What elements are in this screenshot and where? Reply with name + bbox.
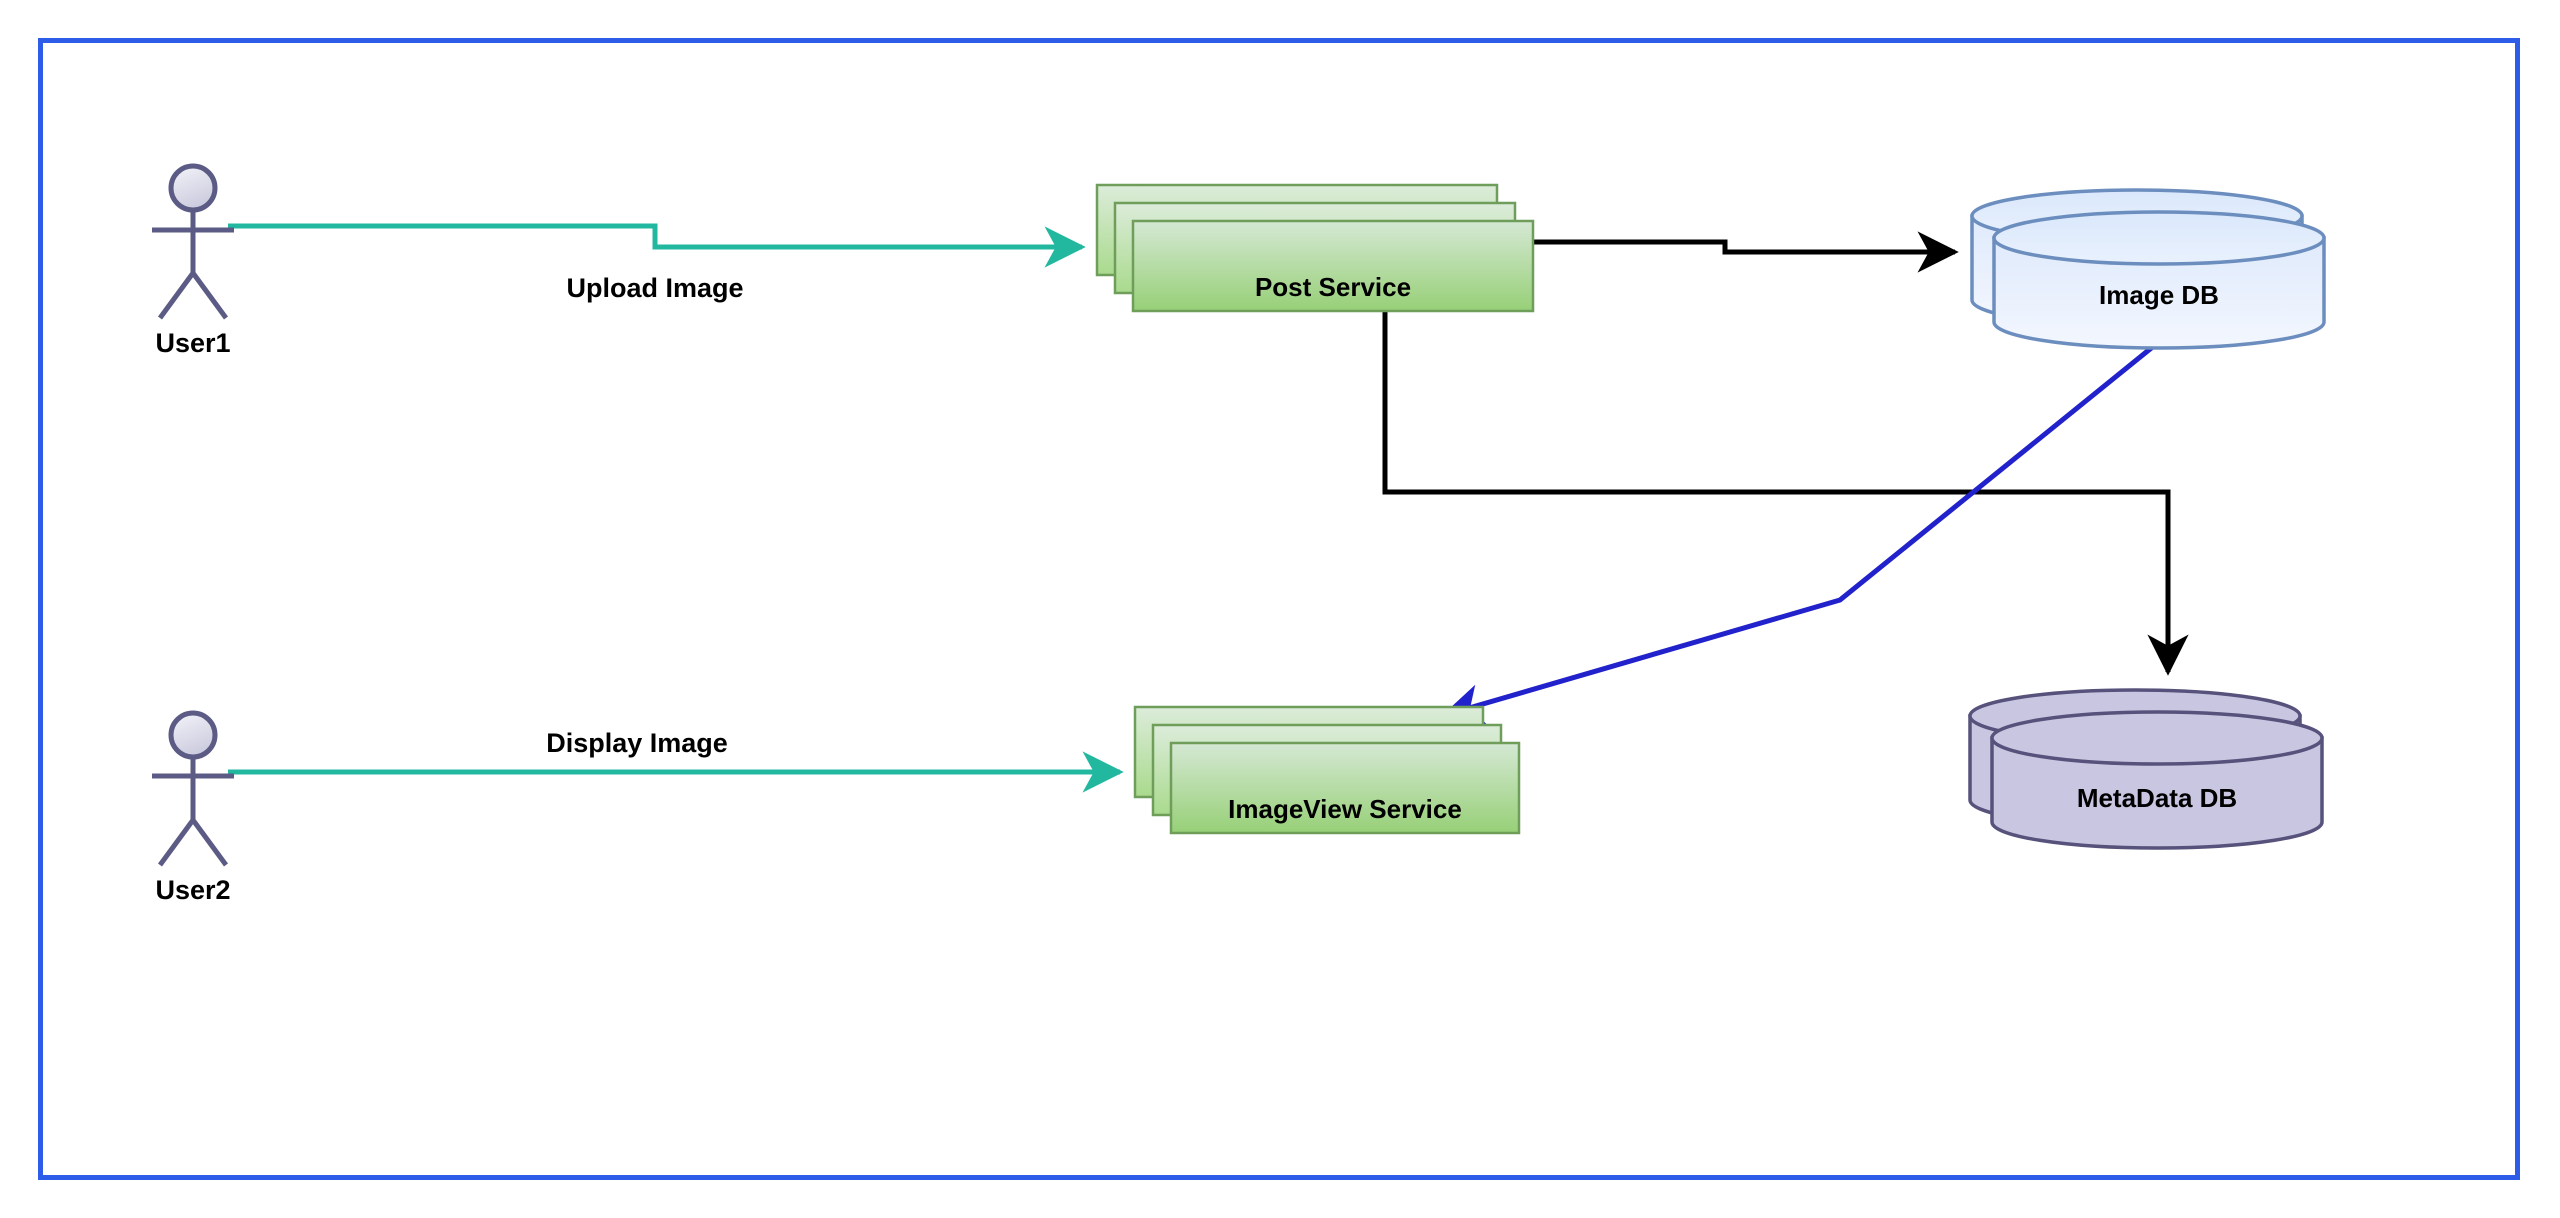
imageview-service-node[interactable]: ImageView Service: [1133, 705, 1521, 835]
post-service-label: Post Service: [1255, 272, 1411, 302]
post-service-node[interactable]: Post Service: [1095, 183, 1535, 313]
post-to-imagedb-edge: [1497, 231, 1959, 273]
user1-label: User1: [155, 328, 230, 358]
image-db-label: Image DB: [2099, 280, 2219, 310]
metadata-db-label: MetaData DB: [2077, 783, 2237, 813]
user1-actor[interactable]: User1: [152, 163, 234, 358]
metadata-db-node[interactable]: MetaData DB: [1968, 688, 2324, 850]
post-to-metadb-edge: [1382, 293, 2189, 676]
user2-label: User2: [155, 875, 230, 905]
image-db-node[interactable]: Image DB: [1970, 188, 2326, 350]
user2-actor[interactable]: User2: [152, 710, 234, 905]
display-image-label: Display Image: [546, 728, 728, 758]
imagedb-to-imageview-edge: [1441, 343, 2157, 725]
upload-image-label: Upload Image: [566, 273, 743, 303]
imageview-service-label: ImageView Service: [1228, 794, 1462, 824]
upload-image-edge: [228, 223, 1086, 268]
